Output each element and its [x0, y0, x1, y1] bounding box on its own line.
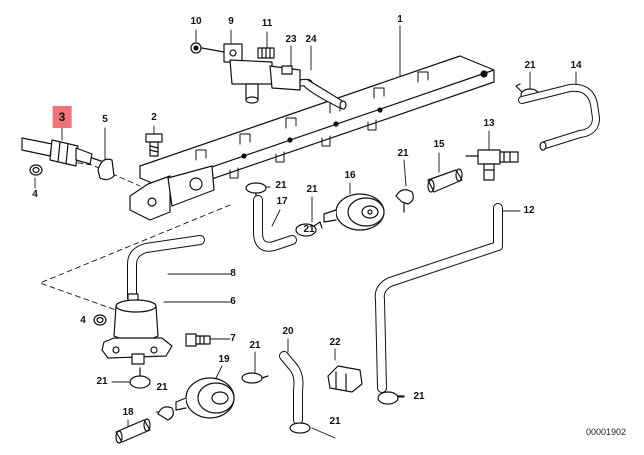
callout-21-bottom-left[interactable]: 21 [156, 382, 168, 393]
callout-21-center[interactable]: 21 [306, 184, 318, 195]
callout-1[interactable]: 1 [397, 14, 403, 25]
bracket-22 [327, 365, 363, 393]
callout-23[interactable]: 23 [285, 34, 297, 45]
hose-clamp-bottom-left [157, 406, 174, 421]
bolt-7 [185, 333, 211, 347]
callout-7[interactable]: 7 [230, 333, 236, 344]
hose-piece-18 [115, 418, 151, 444]
callout-10[interactable]: 10 [190, 16, 202, 27]
callout-18[interactable]: 18 [122, 407, 134, 418]
callout-13[interactable]: 13 [483, 118, 495, 129]
callout-21-lower-center[interactable]: 21 [249, 340, 261, 351]
fuel-hose-14 [518, 83, 600, 151]
callout-11[interactable]: 11 [261, 18, 273, 29]
diagram-reference-code: 00001902 [585, 427, 626, 437]
callout-17[interactable]: 17 [276, 196, 288, 207]
hose-17 [253, 195, 297, 252]
callout-22[interactable]: 22 [329, 337, 341, 348]
callout-4-lower[interactable]: 4 [80, 315, 86, 326]
callout-21-mid-right[interactable]: 21 [397, 148, 409, 159]
callout-5[interactable]: 5 [102, 114, 108, 125]
callout-12[interactable]: 12 [523, 205, 535, 216]
callout-21-bottom-right[interactable]: 21 [413, 391, 425, 402]
hose-clamp-center [295, 221, 323, 237]
injector-clip [97, 158, 115, 181]
t-connector [465, 149, 519, 181]
hose-clamp-bottom-right [377, 391, 405, 405]
callout-21-top-right[interactable]: 21 [524, 60, 536, 71]
o-ring-lower [93, 314, 107, 326]
callout-21-extra[interactable]: 21 [303, 224, 315, 235]
callout-19[interactable]: 19 [218, 354, 230, 365]
hose-clamp-lower-left [129, 367, 151, 389]
pressure-regulator-6 [101, 293, 173, 365]
callout-16[interactable]: 16 [344, 170, 356, 181]
callout-21-lower-left[interactable]: 21 [96, 376, 108, 387]
callout-9[interactable]: 9 [228, 16, 234, 27]
pressure-damper-16 [323, 193, 385, 231]
callout-21-bottom-center[interactable]: 21 [329, 416, 341, 427]
callout-21-under-rail[interactable]: 21 [275, 180, 287, 191]
hose-clamp-lower-center [241, 372, 269, 384]
callout-2[interactable]: 2 [151, 112, 157, 123]
hose-20 [279, 351, 311, 434]
callout-4-upper[interactable]: 4 [32, 189, 38, 200]
hose-clamp-under-rail [245, 182, 267, 201]
callout-3-highlighted[interactable]: 3 [52, 106, 72, 128]
callout-24[interactable]: 24 [305, 34, 317, 45]
callout-6[interactable]: 6 [230, 296, 236, 307]
pressure-regulator-assembly [190, 42, 347, 110]
fuel-rail [129, 55, 495, 221]
callout-8[interactable]: 8 [230, 268, 236, 279]
callout-20[interactable]: 20 [282, 326, 294, 337]
hose-8 [127, 235, 205, 303]
callout-15[interactable]: 15 [433, 139, 445, 150]
hose-clamp-mid-right [395, 189, 414, 213]
pressure-damper-19 [175, 377, 235, 419]
return-hose-12 [374, 203, 503, 393]
fuel-injector [21, 137, 105, 167]
callout-14[interactable]: 14 [570, 60, 582, 71]
o-ring-upper [29, 164, 43, 176]
hose-piece-15 [427, 168, 463, 193]
rail-bolt [145, 133, 163, 157]
